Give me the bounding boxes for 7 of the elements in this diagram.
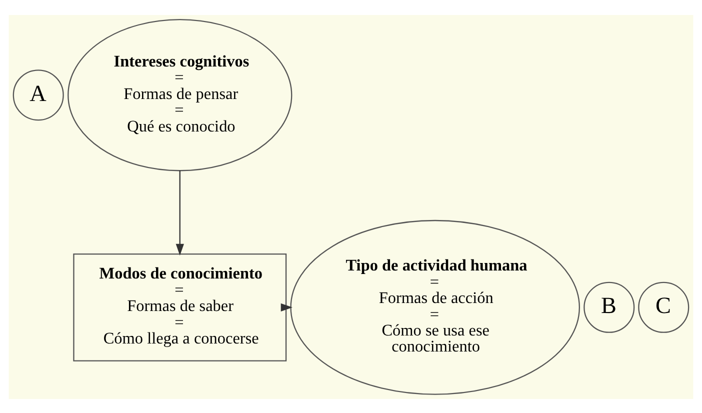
- node-ellipse: Tipo de actividad humana = Formas de acción = Cómo se usa ese conocimiento: [290, 219, 580, 394]
- node-circle: A: [12, 69, 64, 120]
- node-circle: B: [584, 281, 635, 332]
- node-ellipse: Intereses cognitivos = Formas de pensar = Qué es conocido: [68, 18, 292, 171]
- arrow: [176, 170, 184, 256]
- arrow: [280, 302, 292, 311]
- node-circle: C: [638, 281, 690, 332]
